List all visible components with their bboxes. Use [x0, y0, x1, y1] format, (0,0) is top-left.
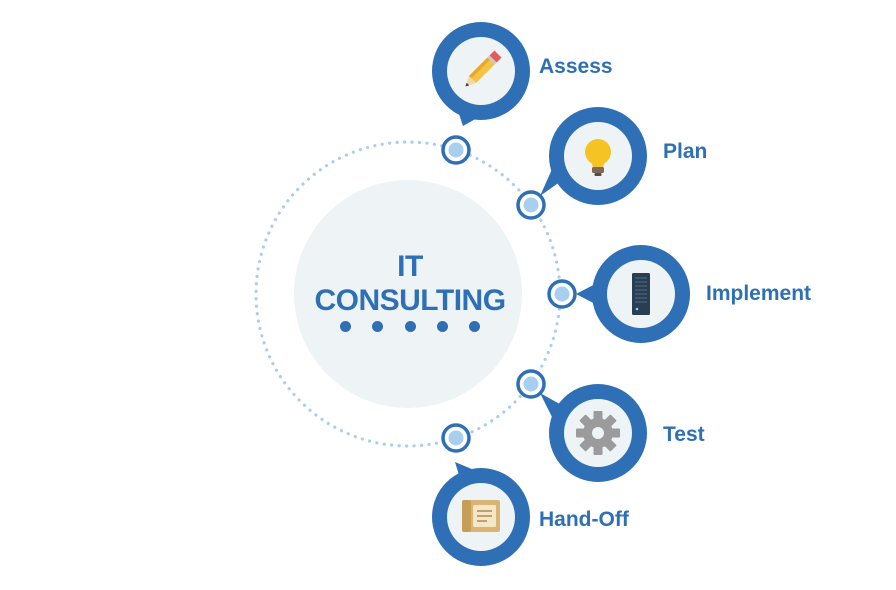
pencil-icon: [465, 50, 502, 87]
step-bubble-test: [540, 384, 647, 482]
center-dots: [340, 320, 480, 332]
ring-node-implement: [547, 279, 577, 309]
step-bubble-plan: [540, 107, 647, 205]
step-bubble-implement: [576, 245, 690, 343]
step-label-assess: Assess: [539, 55, 613, 78]
step-bubble-hand-off: [432, 462, 530, 566]
lightbulb-icon: [585, 139, 611, 176]
gear-icon: [576, 411, 620, 455]
ring-node-assess: [441, 135, 471, 165]
center-dot: [436, 320, 448, 332]
center-dot: [340, 320, 351, 332]
folder-document-icon: [462, 500, 500, 532]
center-dot: [404, 320, 416, 332]
ring-node-test: [516, 369, 546, 399]
center-title: IT CONSULTING: [296, 250, 524, 318]
step-bubble-assess: [432, 22, 530, 126]
server-icon: [632, 273, 650, 315]
ring-node-hand-off: [441, 423, 471, 453]
step-label-implement: Implement: [706, 282, 812, 305]
step-label-hand-off: Hand-Off: [539, 508, 629, 531]
step-label-test: Test: [663, 423, 705, 446]
center-title-line-1: IT: [397, 250, 423, 283]
step-label-plan: Plan: [663, 140, 708, 163]
center-circle: [294, 180, 522, 408]
center-dot: [469, 320, 480, 332]
center-title-line-2: CONSULTING: [314, 284, 506, 317]
ring-node-plan: [516, 190, 546, 220]
center-dot: [372, 320, 384, 332]
